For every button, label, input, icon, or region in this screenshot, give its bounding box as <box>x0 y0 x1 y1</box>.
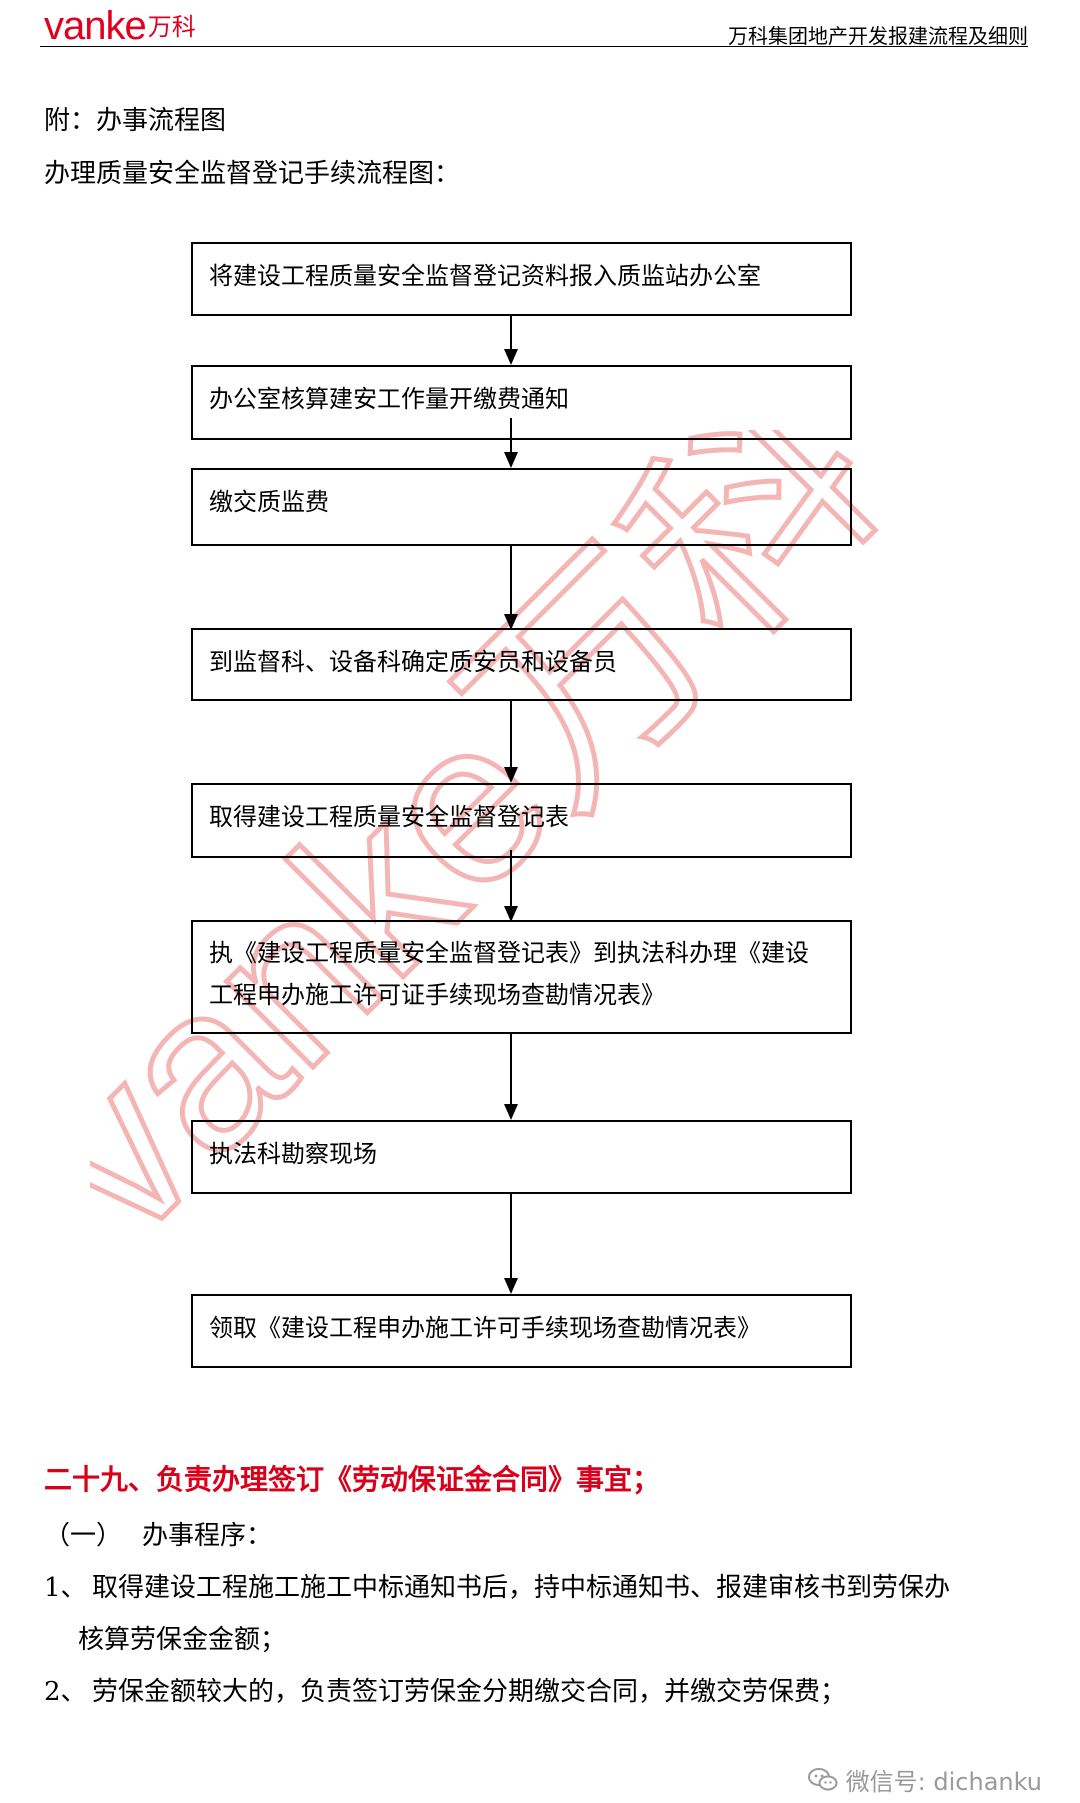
subsection-number: （一） <box>44 1521 123 1551</box>
logo-cjk-text: 万科 <box>147 13 196 41</box>
flow-step-1: 将建设工程质量安全监督登记资料报入质监站办公室 <box>191 242 852 316</box>
list-item-number: 1、 <box>44 1573 87 1603</box>
flow-arrow <box>504 1034 518 1120</box>
flow-step-text: 将建设工程质量安全监督登记资料报入质监站办公室 <box>209 262 761 290</box>
flow-step-4: 到监督科、设备科确定质安员和设备员 <box>191 628 852 701</box>
wechat-label: 微信号: dichanku <box>845 1768 1042 1796</box>
flow-arrow <box>504 546 518 630</box>
flow-arrow <box>504 316 518 365</box>
appendix-heading: 附：办事流程图 <box>44 106 227 136</box>
flow-step-text: 执《建设工程质量安全监督登记表》到执法科办理《建设 <box>209 939 809 967</box>
flow-arrow <box>504 1194 518 1294</box>
flowchart-heading: 办理质量安全监督登记手续流程图： <box>44 159 461 189</box>
flow-step-text: 取得建设工程质量安全监督登记表 <box>209 803 569 831</box>
flow-step-text: 到监督科、设备科确定质安员和设备员 <box>209 648 617 676</box>
flow-step-8: 领取《建设工程申办施工许可手续现场查勘情况表》 <box>191 1294 852 1368</box>
subsection-label: 办事程序： <box>142 1521 273 1551</box>
flow-step-6: 执《建设工程质量安全监督登记表》到执法科办理《建设 工程申办施工许可证手续现场查… <box>191 920 852 1034</box>
list-item-text: 核算劳保金金额； <box>78 1625 287 1655</box>
document-title: 万科集团地产开发报建流程及细则 <box>728 24 1028 48</box>
flow-step-text: 缴交质监费 <box>209 488 329 516</box>
flow-step-2: 办公室核算建安工作量开缴费通知 <box>191 365 852 440</box>
wechat-icon <box>807 1767 838 1790</box>
flow-step-text: 办公室核算建安工作量开缴费通知 <box>209 385 569 413</box>
vanke-watermark: vanke万科 <box>90 430 926 1287</box>
flow-arrow <box>504 418 518 468</box>
flow-step-text: 执法科勘察现场 <box>209 1140 377 1168</box>
section-title: 二十九、负责办理签订《劳动保证金合同》事宜； <box>44 1463 661 1496</box>
logo-latin-text: vanke <box>44 4 147 48</box>
list-item-text: 取得建设工程施工施工中标通知书后，持中标通知书、报建审核书到劳保办 <box>92 1573 951 1603</box>
vanke-logo: vanke 万科 <box>44 2 196 46</box>
flow-step-5: 取得建设工程质量安全监督登记表 <box>191 783 852 858</box>
header-divider <box>40 46 1028 47</box>
flow-step-text: 领取《建设工程申办施工许可手续现场查勘情况表》 <box>209 1314 761 1342</box>
wechat-watermark: 微信号: dichanku <box>807 1762 1042 1797</box>
flow-step-7: 执法科勘察现场 <box>191 1120 852 1194</box>
flow-step-text: 工程申办施工许可证手续现场查勘情况表》 <box>209 981 665 1009</box>
list-item-text: 劳保金额较大的，负责签订劳保金分期缴交合同，并缴交劳保费； <box>92 1677 847 1707</box>
flow-arrow <box>504 701 518 783</box>
flow-arrow <box>504 850 518 922</box>
flow-step-3: 缴交质监费 <box>191 468 852 546</box>
list-item-number: 2、 <box>44 1677 87 1707</box>
